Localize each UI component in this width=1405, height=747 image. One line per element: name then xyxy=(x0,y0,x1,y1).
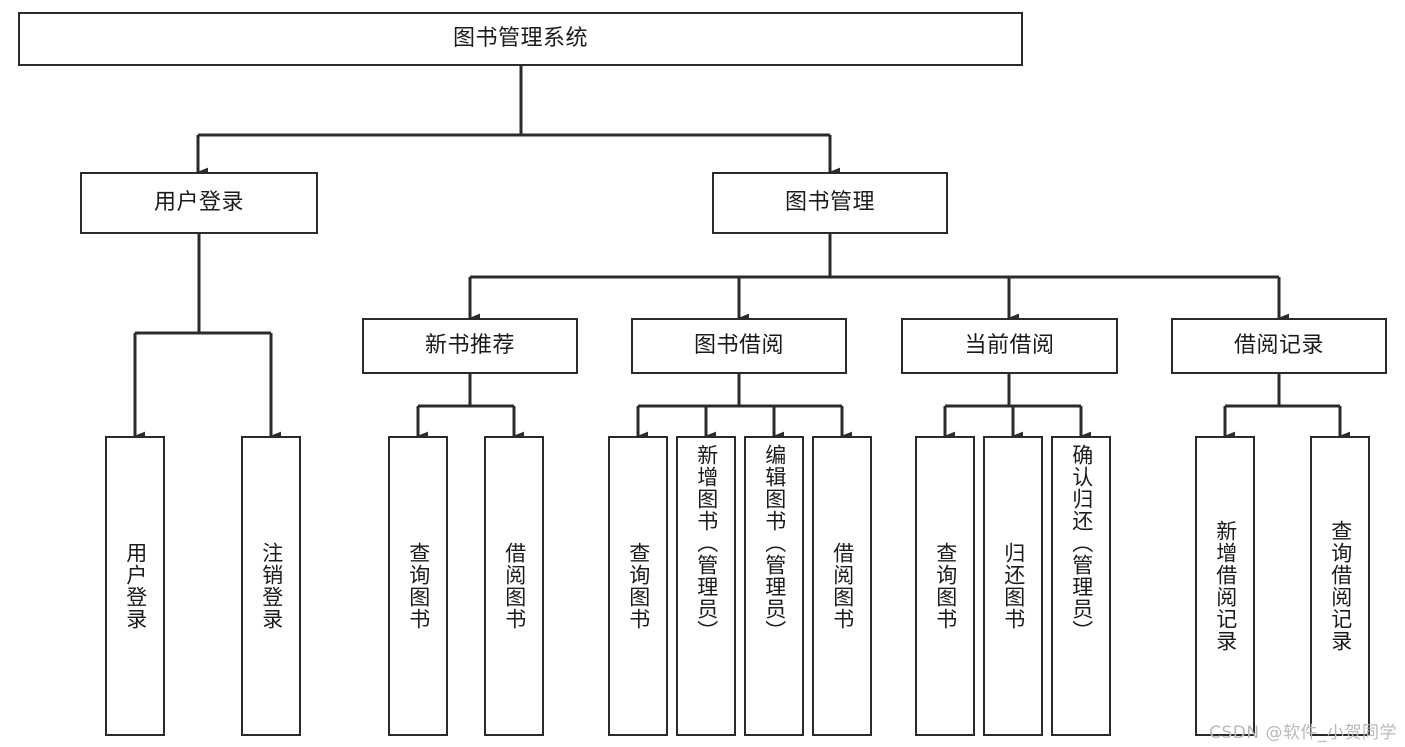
node-label: 查询借阅记录 xyxy=(1328,520,1353,652)
node-user-login[interactable]: 用户登录 xyxy=(80,172,318,234)
node-leaf-query-book-2[interactable]: 查询图书 xyxy=(608,436,668,736)
node-leaf-add-book[interactable]: 新增图书（管理员） xyxy=(676,436,736,736)
node-leaf-add-record[interactable]: 新增借阅记录 xyxy=(1195,436,1255,736)
node-leaf-confirm-return[interactable]: 确认归还（管理员） xyxy=(1051,436,1111,736)
node-leaf-query-record[interactable]: 查询借阅记录 xyxy=(1310,436,1370,736)
node-label: 编辑图书（管理员） xyxy=(762,444,787,642)
node-borrow-record[interactable]: 借阅记录 xyxy=(1171,318,1387,374)
watermark-text: CSDN @软件_小贺同学 xyxy=(1209,723,1397,743)
node-leaf-edit-book[interactable]: 编辑图书（管理员） xyxy=(744,436,804,736)
node-label: 确认归还（管理员） xyxy=(1069,444,1094,642)
node-label: 查询图书 xyxy=(933,542,958,630)
node-leaf-user-login[interactable]: 用户登录 xyxy=(105,436,165,736)
node-label: 新增借阅记录 xyxy=(1213,520,1238,652)
node-label: 查询图书 xyxy=(406,542,431,630)
node-book-borrow[interactable]: 图书借阅 xyxy=(631,318,847,374)
node-label: 归还图书 xyxy=(1001,542,1026,630)
node-leaf-borrow-book-2[interactable]: 借阅图书 xyxy=(812,436,872,736)
node-leaf-query-book-1[interactable]: 查询图书 xyxy=(388,436,448,736)
node-book-manage[interactable]: 图书管理 xyxy=(712,172,948,234)
node-new-book-rec[interactable]: 新书推荐 xyxy=(362,318,578,374)
node-label: 用户登录 xyxy=(153,189,244,215)
node-label: 图书管理 xyxy=(784,189,875,215)
node-label: 用户登录 xyxy=(123,542,148,630)
node-label: 新增图书（管理员） xyxy=(694,444,719,642)
node-label: 图书借阅 xyxy=(693,332,784,358)
node-label: 新书推荐 xyxy=(424,332,515,358)
node-label: 当前借阅 xyxy=(964,332,1055,358)
node-leaf-logout[interactable]: 注销登录 xyxy=(241,436,301,736)
node-leaf-query-book-3[interactable]: 查询图书 xyxy=(915,436,975,736)
node-current-borrow[interactable]: 当前借阅 xyxy=(901,318,1118,374)
node-leaf-borrow-book-1[interactable]: 借阅图书 xyxy=(484,436,544,736)
node-label: 查询图书 xyxy=(626,542,651,630)
node-label: 注销登录 xyxy=(259,542,284,630)
node-label: 借阅图书 xyxy=(502,542,527,630)
node-root-system[interactable]: 图书管理系统 xyxy=(18,12,1023,66)
node-label: 借阅记录 xyxy=(1233,332,1324,358)
node-leaf-return-book[interactable]: 归还图书 xyxy=(983,436,1043,736)
node-label: 借阅图书 xyxy=(830,542,855,630)
node-label: 图书管理系统 xyxy=(452,25,588,51)
